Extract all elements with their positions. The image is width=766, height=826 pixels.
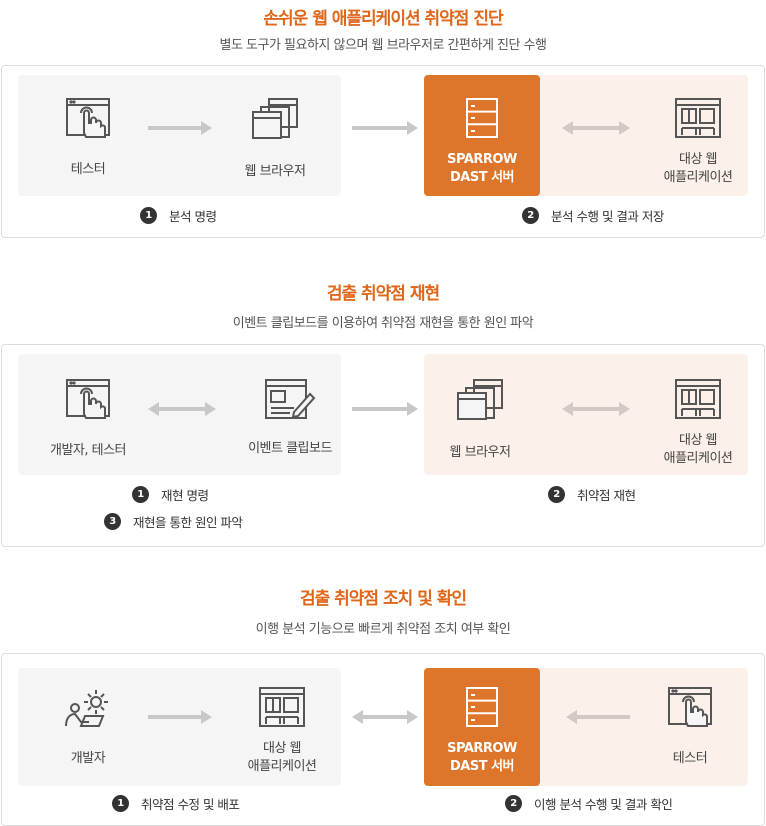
clipboard-icon bbox=[210, 378, 370, 420]
step-item: 1 취약점 수정 및 배포 bbox=[112, 794, 240, 813]
node-label: 테스터 bbox=[672, 751, 708, 766]
node-label: 웹 브라우저 bbox=[449, 445, 511, 460]
tester-icon bbox=[610, 686, 766, 730]
section-title: 손쉬운 웹 애플리케이션 취약점 진단 bbox=[263, 9, 503, 29]
step-number-badge: 2 bbox=[548, 486, 565, 503]
target-panel bbox=[530, 75, 748, 196]
web-app-icon bbox=[202, 686, 362, 728]
double-arrow-icon bbox=[562, 401, 630, 416]
step-number-badge: 2 bbox=[505, 795, 522, 812]
step-number-badge: 3 bbox=[104, 513, 121, 530]
node-label: 웹 브라우저 bbox=[244, 164, 306, 179]
step-label: 취약점 재현 bbox=[577, 488, 636, 503]
step-label: 이행 분석 수행 및 결과 확인 bbox=[534, 797, 673, 812]
developer-icon bbox=[8, 686, 168, 730]
step-number-badge: 2 bbox=[522, 207, 539, 224]
step-item: 2 분석 수행 및 결과 저장 bbox=[522, 206, 664, 225]
step-item: 2 취약점 재현 bbox=[548, 485, 636, 504]
step-label: 분석 명령 bbox=[169, 209, 217, 224]
section-subtitle: 이행 분석 기능으로 빠르게 취약점 조치 여부 확인 bbox=[255, 622, 511, 637]
node-label: 개발자, 테스터 bbox=[49, 443, 127, 458]
double-arrow-icon bbox=[352, 709, 418, 724]
tester-icon bbox=[8, 378, 168, 422]
node-label: 테스터 bbox=[70, 162, 106, 177]
step-item: 1 분석 명령 bbox=[140, 206, 217, 225]
web-app-icon bbox=[618, 378, 766, 420]
section-subtitle: 이벤트 클립보드를 이용하여 취약점 재현을 통한 원인 파악 bbox=[232, 316, 534, 331]
section-title: 검출 취약점 재현 bbox=[326, 284, 440, 304]
browser-icon bbox=[400, 378, 560, 424]
double-arrow-icon bbox=[148, 401, 216, 416]
step-label: 재현을 통한 원인 파악 bbox=[133, 515, 243, 530]
node-label: 이벤트 클립보드 bbox=[248, 441, 332, 456]
node-developer: 개발자 bbox=[8, 686, 168, 768]
client-panel bbox=[18, 354, 341, 475]
step-number-badge: 1 bbox=[140, 207, 157, 224]
step-label: 분석 수행 및 결과 저장 bbox=[551, 209, 664, 224]
section-subtitle: 별도 도구가 필요하지 않으며 웹 브라우저로 간편하게 진단 수행 bbox=[219, 38, 547, 53]
server-icon bbox=[402, 97, 562, 139]
node-browser: 웹 브라우저 bbox=[195, 97, 355, 181]
arrow-right-icon bbox=[352, 120, 418, 135]
double-arrow-icon bbox=[562, 120, 630, 135]
server-panel bbox=[424, 75, 540, 196]
step-item: 3 재현을 통한 원인 파악 bbox=[104, 512, 243, 531]
arrow-right-icon bbox=[148, 120, 212, 135]
step-item: 1 재현 명령 bbox=[132, 485, 209, 504]
node-tester: 테스터 bbox=[8, 97, 168, 179]
arrow-right-icon bbox=[352, 401, 418, 416]
section-title: 검출 취약점 조치 및 확인 bbox=[299, 589, 467, 609]
step-label: 취약점 수정 및 배포 bbox=[141, 797, 240, 812]
tester-icon bbox=[8, 97, 168, 141]
arrow-right-icon bbox=[148, 709, 212, 724]
node-tester: 테스터 bbox=[610, 686, 766, 768]
server-icon bbox=[402, 686, 562, 728]
step-item: 2 이행 분석 수행 및 결과 확인 bbox=[505, 794, 673, 813]
step-number-badge: 1 bbox=[112, 795, 129, 812]
arrow-left-icon bbox=[566, 709, 630, 724]
browser-icon bbox=[195, 97, 355, 143]
node-label: 개발자 bbox=[70, 751, 106, 766]
web-app-icon bbox=[618, 97, 766, 139]
step-label: 재현 명령 bbox=[161, 488, 209, 503]
node-clipboard: 이벤트 클립보드 bbox=[210, 378, 370, 458]
step-number-badge: 1 bbox=[132, 486, 149, 503]
node-browser: 웹 브라우저 bbox=[400, 378, 560, 462]
node-tester: 개발자, 테스터 bbox=[8, 378, 168, 460]
